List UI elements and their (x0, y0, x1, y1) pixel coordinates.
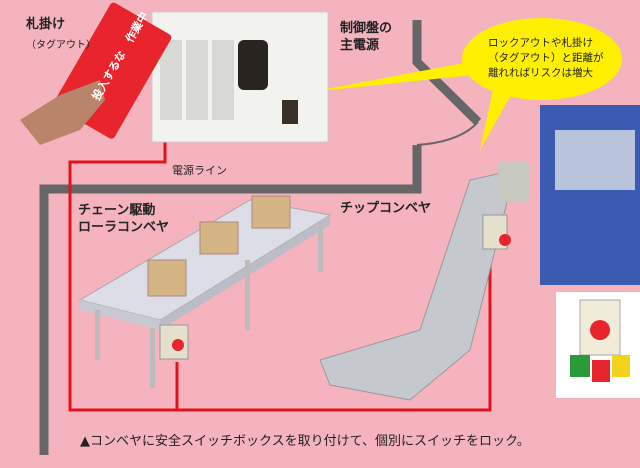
caption: ▲コンベヤに安全スイッチボックスを取り付けて、個別にスイッチをロック。 (80, 434, 530, 449)
roller-conveyor-label-line: チェーン駆動 (78, 203, 156, 218)
door-swing (416, 121, 479, 146)
bubble-line: ロックアウトや札掛け (488, 37, 593, 49)
hand (20, 80, 105, 145)
panel-label: 制御盤の 主電源 (340, 20, 392, 54)
machine-photo (540, 105, 640, 285)
tag-subtitle: （タグアウト） (26, 40, 96, 51)
speech-bubble: ロックアウトや札掛け （タグアウト）と距離が 離れればリスクは増大 (462, 18, 622, 100)
chip-conveyor-label: チップコンベヤ (340, 201, 432, 216)
chip-conveyor (319, 162, 530, 401)
switch-box-photo (556, 292, 640, 398)
control-panel-photo (151, 11, 329, 143)
power-line-label: 電源ライン (172, 164, 227, 177)
bubble-line: （タグアウト）と距離が (488, 52, 604, 64)
panel-label-line: 制御盤の (340, 21, 393, 36)
roller-conveyor-label-line: ローラコンベヤ (78, 220, 170, 235)
roller-conveyor (78, 195, 332, 388)
panel-label-line: 主電源 (340, 38, 380, 53)
bubble-line: 離れればリスクは増大 (488, 67, 593, 79)
bubble-pointer (310, 60, 482, 92)
tag-title: 札掛け (26, 17, 66, 32)
wall (39, 20, 482, 455)
roller-conveyor-label: チェーン駆動 ローラコンベヤ (78, 202, 169, 236)
power-line (68, 140, 492, 412)
bubble-pointer (480, 80, 515, 150)
